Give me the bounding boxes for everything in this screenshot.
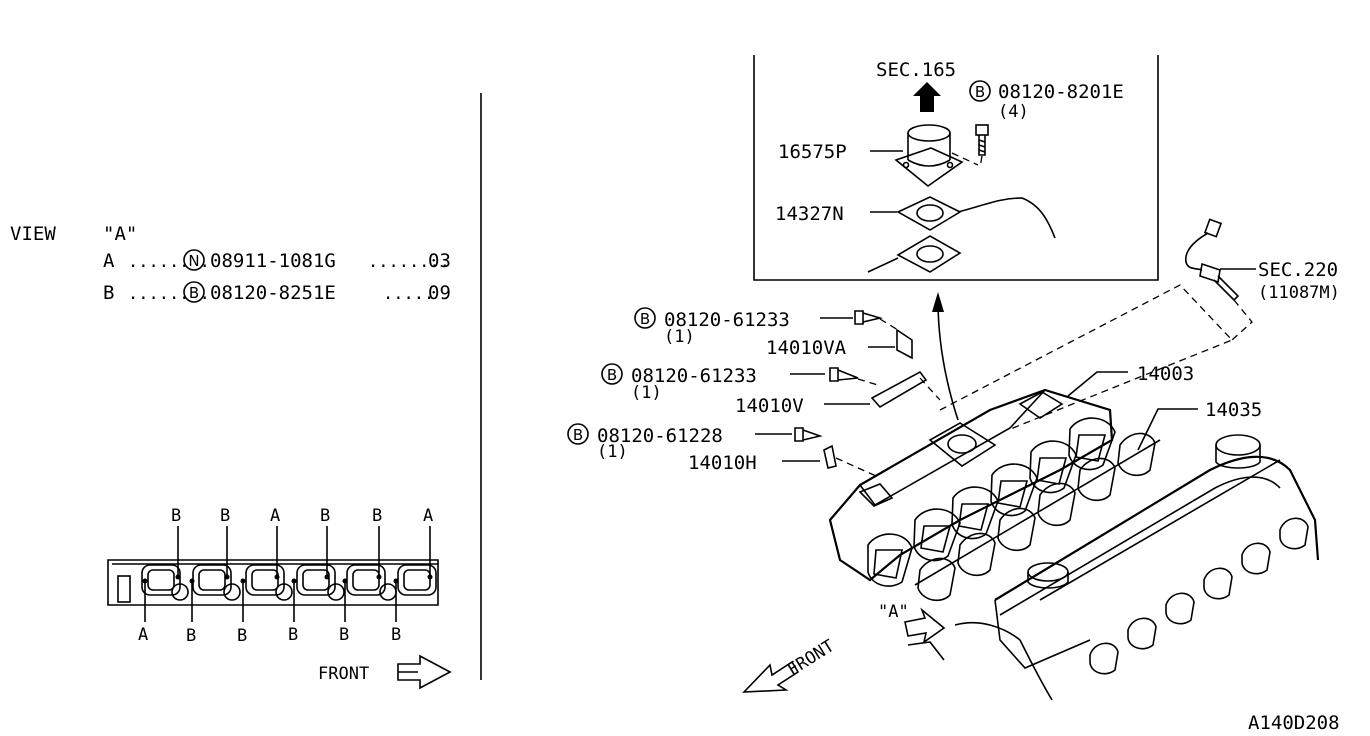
legend-row-a-badge: N — [188, 252, 199, 270]
label-14010H: 14010H — [688, 452, 757, 474]
up-arrow-icon — [913, 82, 941, 112]
label-sec220: SEC.220 — [1258, 259, 1338, 281]
callout2-qty: (1) — [631, 383, 662, 403]
label-14003: 14003 — [1137, 363, 1194, 385]
bolt-icon — [975, 124, 989, 156]
diagram-id: A140D208 — [1248, 712, 1340, 734]
gasket-bottom-letter: B — [339, 625, 349, 645]
gasket-top-letter: B — [320, 506, 330, 526]
inset-frame — [753, 55, 1159, 281]
label-14010V: 14010V — [735, 395, 804, 417]
front-arrow-icon — [397, 654, 452, 690]
gasket-plate — [107, 559, 439, 606]
view-arrow-icon — [904, 607, 946, 644]
front-label: FRONT — [784, 636, 838, 680]
view-title: VIEW — [10, 223, 56, 245]
sensor-icon — [1185, 218, 1240, 302]
callouts: B 08120-61233 (1) 14010VA B 08120-61233 … — [567, 218, 1340, 477]
intake-manifold-assembly — [828, 292, 1320, 701]
callout1-qty: (1) — [664, 327, 695, 347]
callout2-badge: B — [607, 366, 617, 384]
legend-row-b-part: 08120-8251E — [210, 282, 336, 304]
legend-row-b-badge: B — [189, 284, 199, 302]
cylinder-head — [994, 455, 1320, 601]
gasket-front-label: FRONT — [318, 664, 369, 684]
gasket-bottom-letter: B — [237, 626, 247, 646]
legend-row-a-part: 08911-1081G — [210, 250, 336, 272]
bolt-icon — [854, 310, 884, 325]
water-outlet-part — [894, 124, 964, 188]
legend-row-b-dots2: ..... — [383, 284, 434, 304]
inset-sec165: SEC.165 — [876, 59, 956, 81]
b-badge-icon — [634, 307, 656, 329]
manifold-body — [828, 388, 1114, 582]
front-indicator: "A" FRONT — [742, 602, 946, 693]
front-arrow-icon — [742, 660, 800, 693]
oil-cap-icon — [1027, 434, 1261, 589]
bolt-icon — [829, 367, 859, 382]
view-a-ref: "A" — [878, 602, 909, 622]
callout3-part: 08120-61228 — [597, 425, 723, 447]
gasket-14035 — [914, 432, 1161, 602]
legend-row-b-letter: B — [103, 282, 114, 304]
gasket-14327N — [896, 196, 962, 231]
b-badge-icon — [183, 281, 205, 303]
legend-row-a-letter: A — [103, 250, 115, 272]
gasket-bottom-letter: B — [391, 625, 401, 645]
bracket-14010H — [823, 444, 837, 469]
gasket-bottom-letter: B — [186, 626, 196, 646]
inset-bolt-badge: B — [975, 83, 985, 101]
gasket-view: B B A B B A — [107, 506, 452, 690]
callout1-badge: B — [640, 310, 650, 328]
legend-row-b-qty: 09 — [428, 282, 451, 304]
callout3-qty: (1) — [597, 442, 628, 462]
gasket-bottom-letter: B — [288, 625, 298, 645]
legend-row-a-dots2: ........ — [368, 252, 450, 272]
bracket-14010VA — [896, 328, 913, 360]
gasket-bottom-letter: A — [138, 625, 148, 645]
b-badge-icon — [969, 80, 991, 102]
callout2-part: 08120-61233 — [631, 365, 757, 387]
bolt-icon — [794, 427, 823, 442]
legend-row-a-qty: 03 — [428, 250, 451, 272]
view-title-ref: "A" — [103, 223, 137, 245]
b-badge-icon — [567, 423, 589, 445]
label-14035: 14035 — [1205, 399, 1262, 421]
callout1-part: 08120-61233 — [664, 309, 790, 331]
view-a-legend: VIEW "A" A ........ N 08911-1081G ......… — [10, 223, 451, 304]
inset-detail: SEC.165 B 08120-8201E (4) 16575P 14327N — [753, 55, 1159, 281]
label-sec220-ref: (11087M) — [1258, 283, 1340, 303]
callout3-badge: B — [573, 426, 583, 444]
gasket-top-letter: A — [270, 506, 280, 526]
inset-bolt-qty: (4) — [998, 102, 1029, 122]
gasket-top-letter: A — [423, 506, 433, 526]
up-arrow-icon — [932, 292, 944, 312]
gasket-top-letter: B — [372, 506, 382, 526]
label-16575P: 16575P — [778, 141, 847, 163]
gasket-top-letter: B — [171, 506, 181, 526]
b-badge-icon — [601, 363, 623, 385]
label-14010VA: 14010VA — [766, 337, 847, 359]
label-14327N: 14327N — [775, 203, 844, 225]
bracket-14010V — [870, 370, 928, 409]
n-badge-icon — [183, 249, 205, 271]
inset-bolt-part: 08120-8201E — [998, 81, 1124, 103]
gasket-top-letter: B — [220, 506, 230, 526]
